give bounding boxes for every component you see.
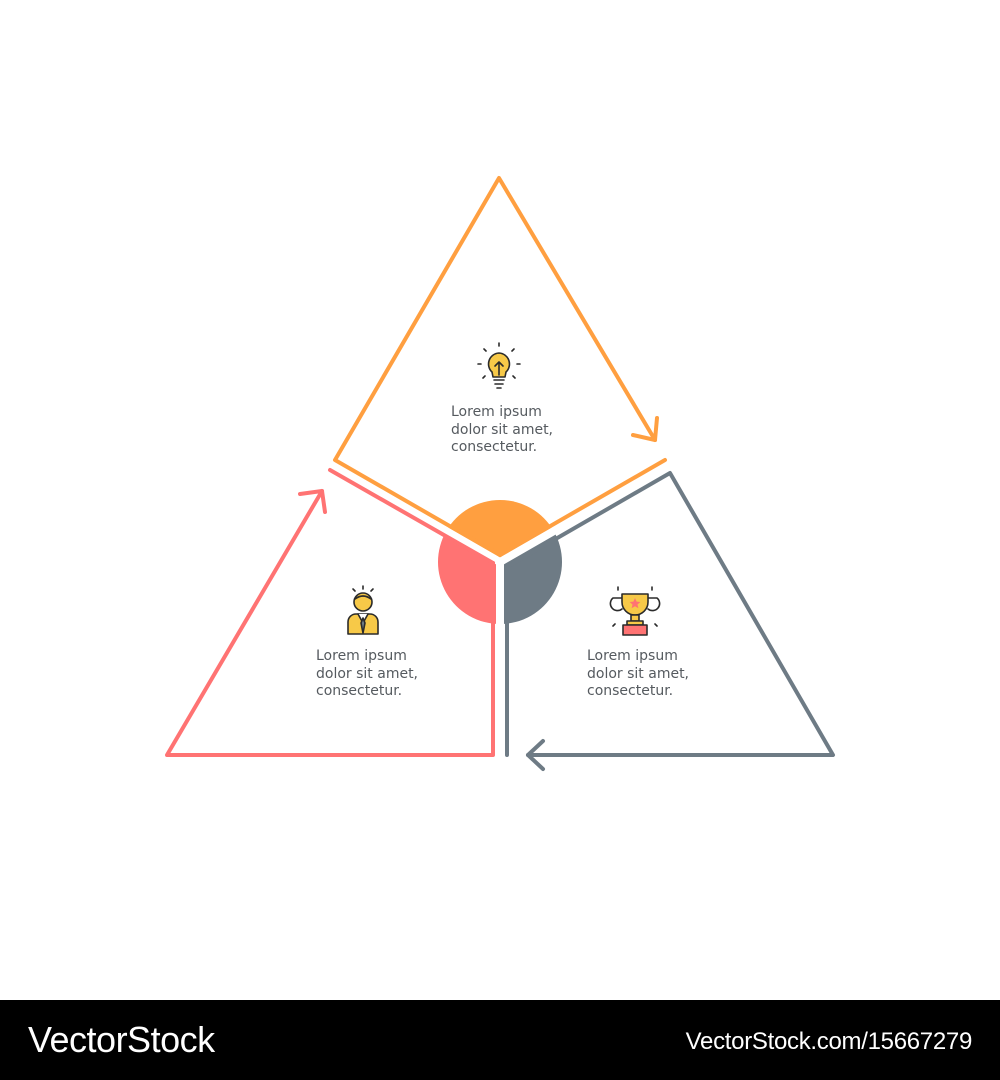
arrowhead-right <box>526 739 545 771</box>
segment-top-text: Lorem ipsum dolor sit amet, consectetur. <box>451 404 651 457</box>
text-line: dolor sit amet, <box>316 665 419 682</box>
text-line: Lorem ipsum <box>316 648 407 664</box>
hub-gaps <box>439 524 561 630</box>
text-line: consectetur. <box>451 439 538 455</box>
arrowhead-left <box>298 489 327 514</box>
segment-right-text: Lorem ipsum dolor sit amet, consectetur. <box>587 648 787 701</box>
lightbulb-icon <box>477 342 521 389</box>
brand-logo[interactable]: VectorStock <box>28 1019 215 1060</box>
image-id: VectorStock.com/15667279 <box>685 1028 973 1055</box>
segment-left-outline <box>165 468 495 757</box>
text-line: Lorem ipsum <box>451 404 542 420</box>
watermark-footer: VectorStock VectorStock.com/15667279 <box>0 1000 1000 1080</box>
center-hub <box>437 499 563 630</box>
text-line: dolor sit amet, <box>587 665 690 682</box>
text-line: Lorem ipsum <box>587 648 678 664</box>
text-line: consectetur. <box>316 683 403 699</box>
text-line: consectetur. <box>587 683 674 699</box>
text-line: dolor sit amet, <box>451 421 554 438</box>
arrowhead-top <box>631 416 659 442</box>
segment-left-text: Lorem ipsum dolor sit amet, consectetur. <box>316 648 516 701</box>
person-icon <box>347 585 379 635</box>
trophy-icon <box>609 586 661 636</box>
segment-top-outline <box>333 176 667 557</box>
segment-right-outline <box>505 471 835 771</box>
cycle-diagram <box>165 176 835 771</box>
